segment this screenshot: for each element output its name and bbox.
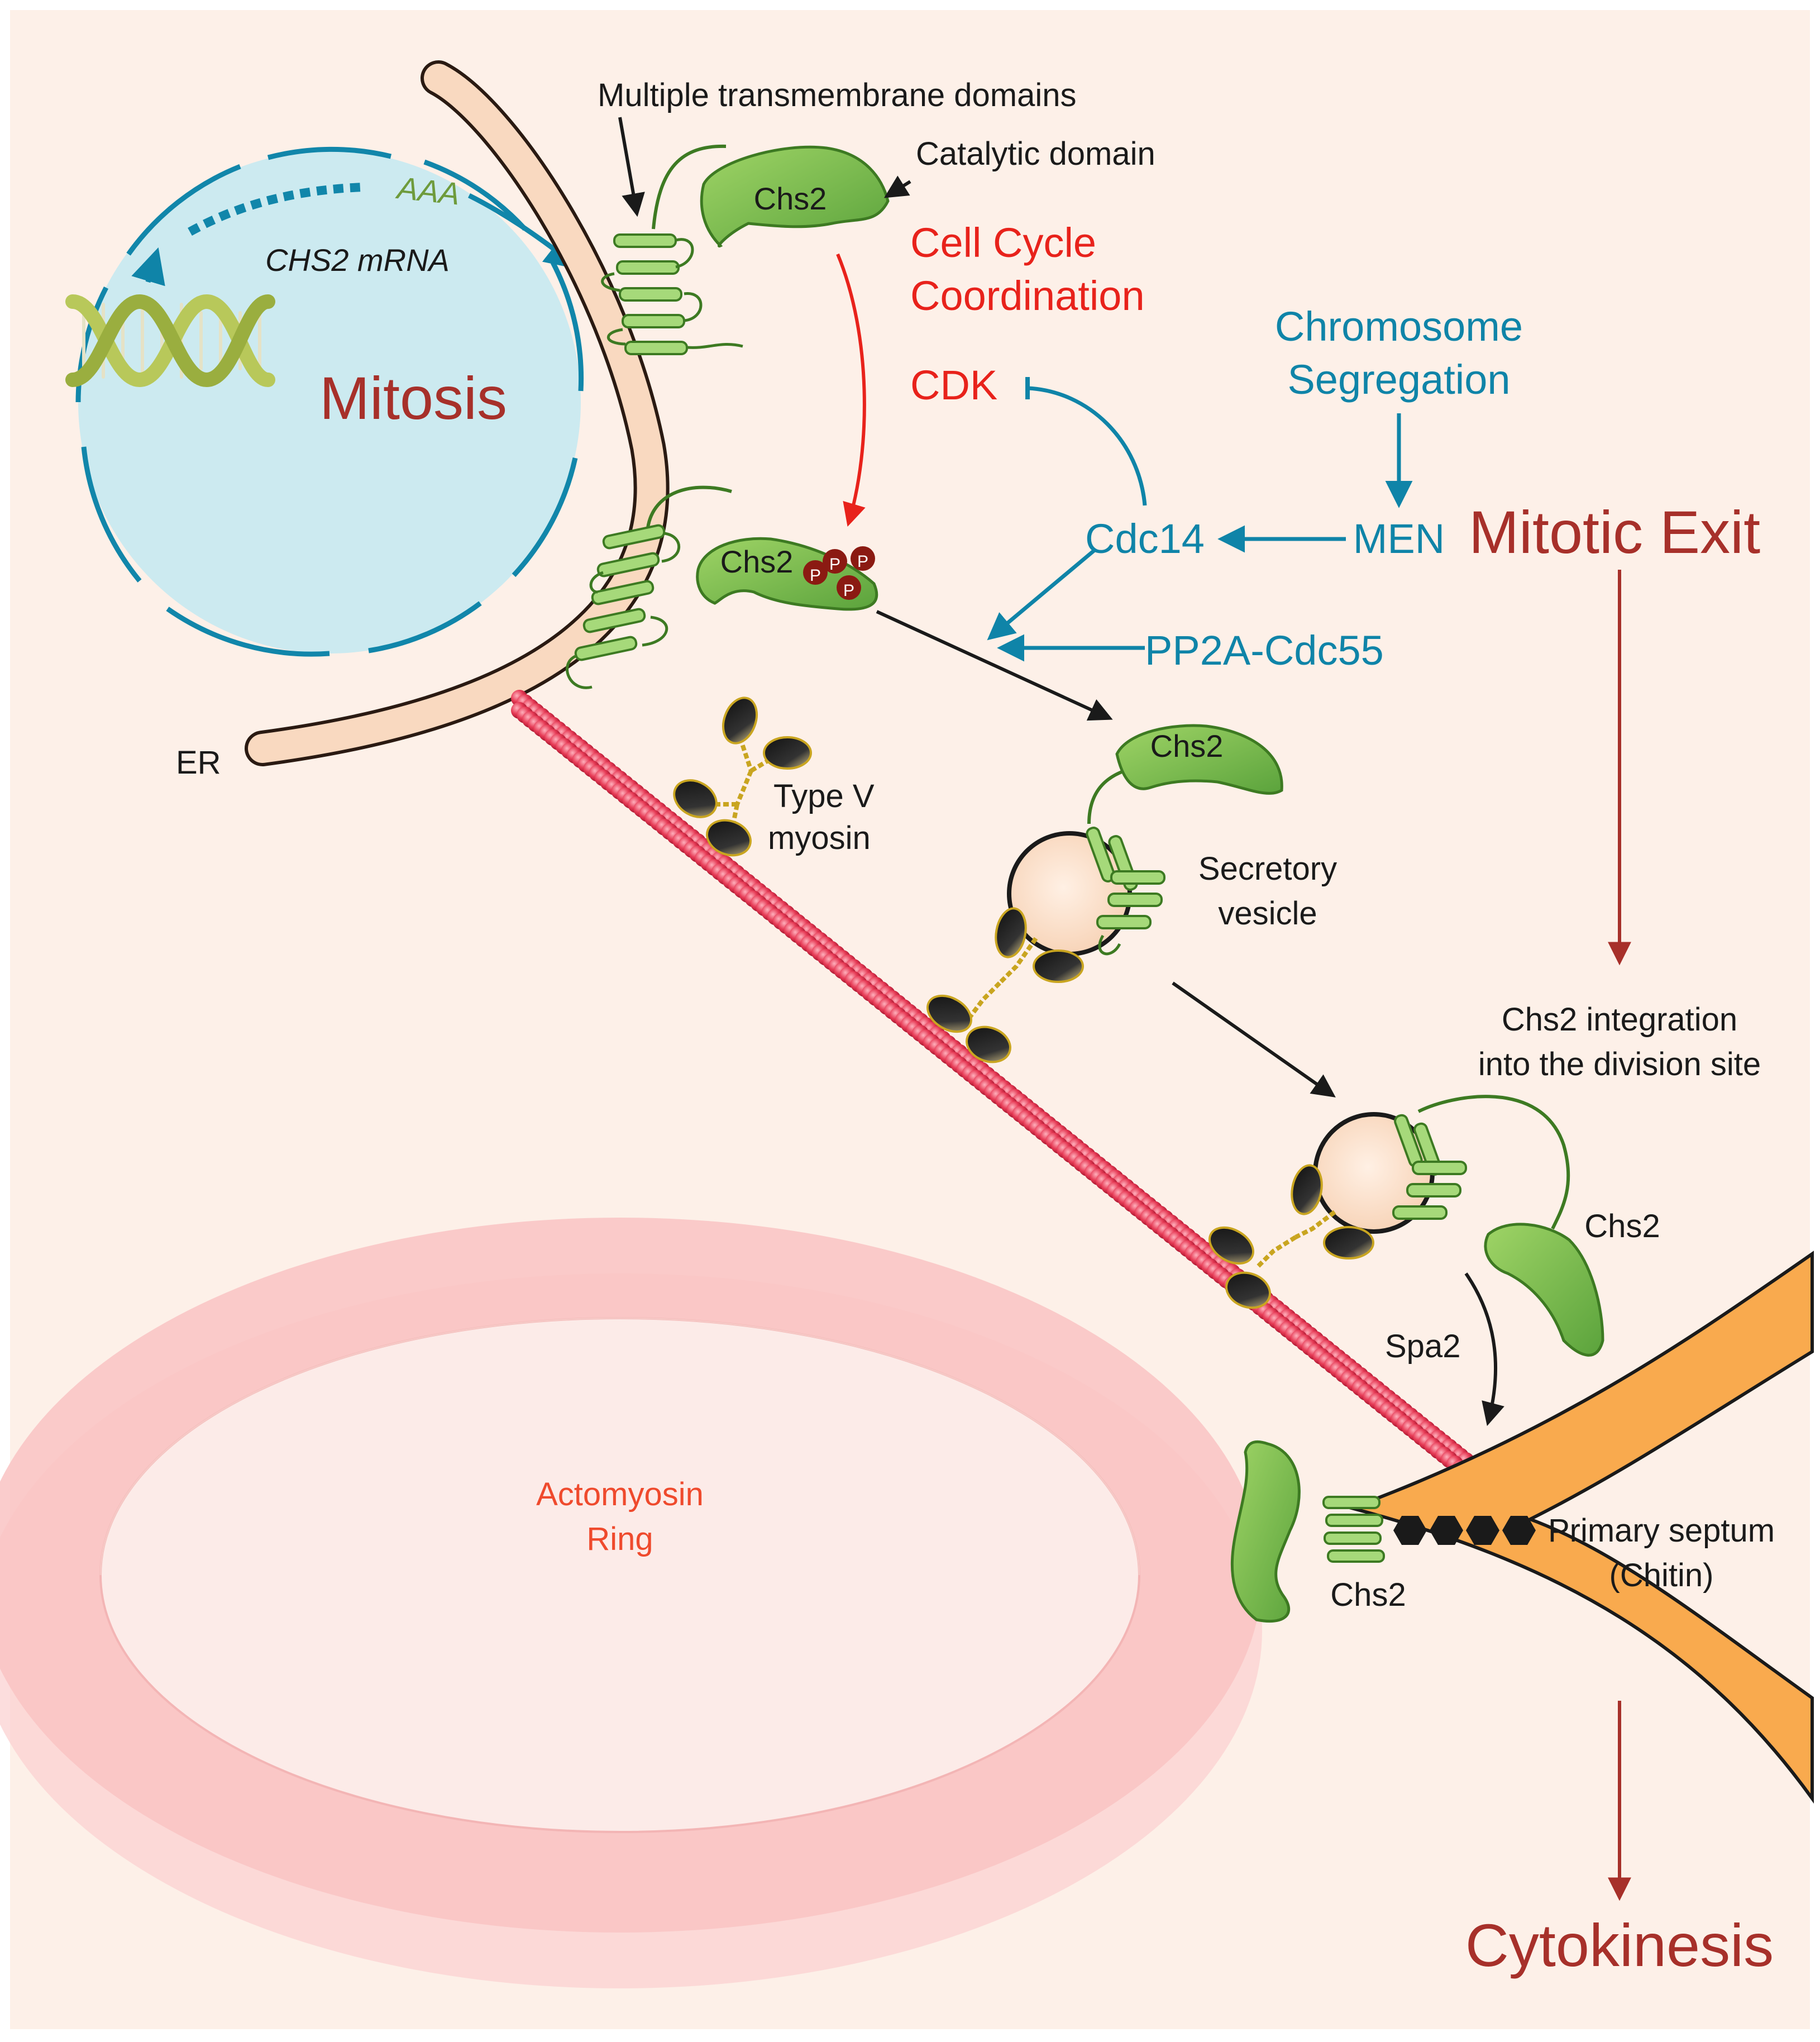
myosin-head-icon bbox=[995, 907, 1027, 958]
integration-label-line1: Chs2 integration bbox=[1502, 1001, 1737, 1038]
myosin-v-vesicle-1 bbox=[926, 907, 1084, 1063]
septum-label-line1: Primary septum bbox=[1548, 1513, 1775, 1549]
secretory-vesicle-1 bbox=[1007, 724, 1283, 956]
chromosome-label-line2: Segregation bbox=[1287, 356, 1510, 403]
men-label: MEN bbox=[1353, 516, 1445, 562]
pp2a-label: PP2A-Cdc55 bbox=[1145, 627, 1384, 674]
chitin-hexagon-icon bbox=[1466, 1516, 1499, 1545]
tm-loops-lower bbox=[566, 532, 681, 689]
er-to-vesicle-arrow bbox=[876, 610, 1113, 721]
chs2-catalytic-domain-vesicle-2 bbox=[1484, 1223, 1604, 1357]
chitin-hexagon-icon bbox=[1502, 1516, 1536, 1545]
myosin-label-line1: Type V bbox=[773, 778, 875, 814]
chitin-hexagon-icon bbox=[1393, 1516, 1536, 1545]
cdk-label: CDK bbox=[910, 362, 997, 408]
catalytic-domain-arrow bbox=[883, 175, 911, 198]
spa2-arrow bbox=[1464, 1272, 1504, 1426]
nucleus bbox=[75, 146, 584, 657]
myosin-label-line2: myosin bbox=[768, 820, 871, 856]
myosin-head-icon bbox=[1323, 1226, 1374, 1259]
cdc14-dephosphorylation-arrow bbox=[987, 548, 1096, 641]
actin-cable bbox=[511, 690, 1474, 1481]
phosphate-label-4: P bbox=[843, 581, 854, 600]
tm-domains-arrow bbox=[618, 117, 645, 217]
cdc14-inhibits-cdk-line bbox=[1027, 386, 1147, 506]
myosin-v-er bbox=[673, 696, 812, 857]
mitotic-exit-label: Mitotic Exit bbox=[1469, 498, 1760, 566]
chs2-linker-top bbox=[652, 144, 727, 230]
nuclear-envelope bbox=[75, 146, 584, 657]
myosin-head-icon bbox=[722, 696, 758, 745]
actomyosin-ring bbox=[0, 1218, 1262, 1988]
chs2-linker-lower bbox=[646, 485, 732, 528]
myosin-head-icon bbox=[1033, 950, 1084, 983]
integration-label-line2: into the division site bbox=[1478, 1046, 1761, 1082]
transmembrane-helix-icon bbox=[574, 524, 666, 661]
myosin-head-icon bbox=[966, 1025, 1011, 1063]
vesicle-label-line2: vesicle bbox=[1218, 895, 1317, 932]
vesicle-label-line1: Secretory bbox=[1198, 851, 1337, 887]
phosphate-label-1: P bbox=[810, 566, 821, 585]
transmembrane-helix-icon bbox=[1392, 1114, 1467, 1220]
myosin-head-icon bbox=[763, 736, 812, 770]
dna-helix-icon bbox=[65, 294, 275, 388]
mitosis-label: Mitosis bbox=[319, 364, 507, 432]
myosin-head-icon bbox=[673, 779, 718, 818]
chs2-catalytic-domain-vesicle-1 bbox=[1115, 724, 1283, 795]
phosphate-label-3: P bbox=[857, 552, 868, 571]
myosin-head-icon bbox=[1291, 1164, 1323, 1215]
phosphate-icon bbox=[803, 546, 875, 600]
septum-label-line2: (Chitin) bbox=[1609, 1557, 1714, 1593]
cell-wall-septum bbox=[1346, 1251, 1814, 1804]
cdk-phosphorylation-arrow bbox=[836, 253, 866, 527]
secretory-vesicle-2 bbox=[1313, 1095, 1604, 1357]
vesicle-transport-arrow bbox=[1172, 981, 1336, 1098]
myosin-v-vesicle-2 bbox=[1208, 1164, 1374, 1309]
mrna-label: CHS2 mRNA bbox=[265, 242, 450, 278]
chitin-hexagon-icon bbox=[1393, 1516, 1427, 1545]
chromosome-label-line1: Chromosome bbox=[1275, 303, 1523, 350]
chs2-catalytic-domain-phospho bbox=[696, 537, 878, 611]
cell-cycle-label-line2: Coordination bbox=[910, 273, 1145, 319]
chs2-label-top: Chs2 bbox=[754, 181, 827, 216]
chs2-label-division-site: Chs2 bbox=[1330, 1577, 1406, 1613]
cytokinesis-label: Cytokinesis bbox=[1465, 1911, 1774, 1979]
chs2-label-phospho: Chs2 bbox=[720, 544, 794, 579]
transmembrane-helix-icon bbox=[613, 233, 688, 355]
chs2-division-site bbox=[1230, 1440, 1385, 1623]
er-membrane bbox=[248, 64, 666, 763]
transcription-arrow bbox=[131, 247, 165, 287]
ring-label-line1: Actomyosin bbox=[536, 1476, 704, 1513]
chitin-hexagon-icon bbox=[1430, 1516, 1463, 1545]
myosin-head-icon bbox=[1208, 1226, 1254, 1265]
tm-domains-label: Multiple transmembrane domains bbox=[598, 77, 1076, 113]
chs2-catalytic-domain-top bbox=[700, 145, 890, 248]
ring-label-line2: Ring bbox=[586, 1521, 653, 1557]
myosin-head-icon bbox=[926, 994, 972, 1033]
chs2-label-vesicle-1: Chs2 bbox=[1150, 728, 1224, 764]
polya-tail: AAA bbox=[394, 170, 462, 212]
catalytic-domain-label: Catalytic domain bbox=[916, 136, 1155, 172]
phosphate-label-2: P bbox=[829, 555, 840, 574]
transmembrane-helix-icon bbox=[1322, 1496, 1385, 1563]
er-label: ER bbox=[176, 745, 221, 781]
spa2-label: Spa2 bbox=[1385, 1328, 1460, 1364]
chs2-label-vesicle-2: Chs2 bbox=[1584, 1208, 1660, 1244]
transmembrane-helix-icon bbox=[1086, 827, 1165, 929]
tm-loops-top bbox=[601, 238, 743, 349]
mrna-dotted-strand bbox=[188, 183, 364, 236]
cell-cycle-label-line1: Cell Cycle bbox=[910, 220, 1096, 266]
cdc14-label: Cdc14 bbox=[1085, 516, 1205, 562]
myosin-head-icon bbox=[1225, 1271, 1271, 1309]
myosin-head-icon bbox=[706, 819, 752, 857]
